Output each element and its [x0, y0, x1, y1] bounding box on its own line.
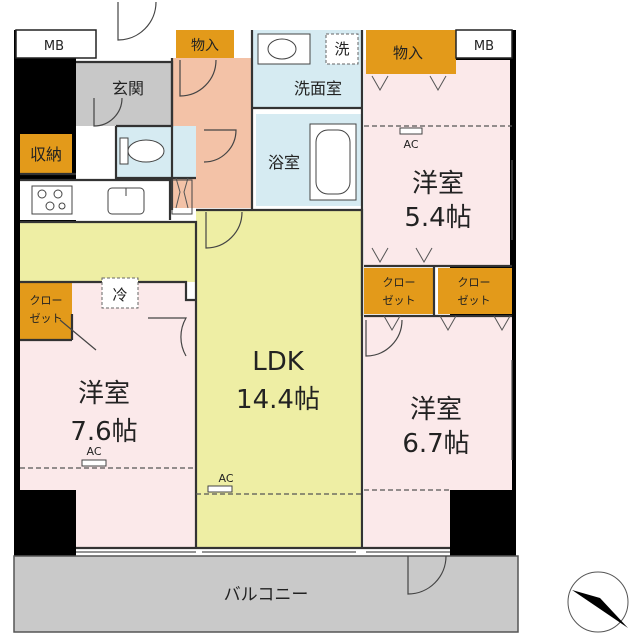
door-swing [179, 59, 217, 97]
closet-label-line1: クロー [30, 294, 63, 307]
room-name-western-67: 洋室 [410, 395, 462, 425]
pipe-space-icon [171, 179, 193, 215]
closet-door-mark [175, 177, 181, 209]
closet-mid [364, 268, 434, 314]
entrance-label: 玄関 [112, 79, 144, 98]
balcony-label: バルコニー [224, 585, 309, 605]
room-size-western-54: 5.4帖 [404, 203, 471, 233]
wall-line [20, 178, 172, 220]
ac-unit [399, 127, 423, 135]
stove-burner [58, 202, 66, 210]
closet-left [20, 282, 72, 340]
ldk-area [20, 210, 362, 548]
balcony-area [13, 555, 519, 633]
north-arrow-ring [567, 571, 629, 633]
wash-label: 洗 [334, 40, 349, 58]
room-size-ldk: 14.4帖 [236, 385, 320, 415]
ac-label: AC [403, 138, 418, 151]
stove-burner [45, 201, 55, 211]
washroom-label: 洗面室 [294, 79, 342, 98]
room-name-ldk: LDK [252, 347, 305, 377]
fridge-space [101, 277, 139, 309]
ac-label: AC [218, 472, 233, 485]
bathtub-basin [315, 129, 351, 195]
closet-door-mark [493, 315, 511, 332]
storage-shelf-left [20, 134, 72, 174]
room-name-western-54: 洋室 [412, 169, 464, 199]
storage-in-top-right [366, 30, 456, 74]
closet-door-mark [371, 75, 389, 92]
western-room-54-area [364, 60, 510, 266]
wall-line [20, 220, 198, 548]
room-name-western-76: 洋室 [78, 379, 130, 409]
room-size-western-67: 6.7帖 [402, 429, 469, 459]
closet-label-line1: クロー [458, 276, 491, 289]
north-arrow-needle [572, 590, 628, 628]
closet-door-mark [415, 247, 433, 264]
closet-label-line2: ゼット [458, 294, 491, 307]
closet-label-line1: クロー [383, 276, 416, 289]
stove-burner [37, 189, 47, 199]
toilet-icon [119, 137, 165, 165]
ac-unit [207, 485, 233, 493]
toilet-bowl [127, 139, 165, 163]
storage-label: 収納 [30, 145, 62, 164]
door-swing [407, 555, 447, 595]
closet-door-mark [429, 75, 447, 92]
mb-label: MB [474, 39, 494, 54]
closet-door-mark [383, 315, 401, 332]
entrance-area [76, 62, 172, 126]
western-room-76-area [20, 282, 196, 548]
door-swing [117, 1, 157, 41]
mb-box-right [455, 29, 513, 59]
door-swing [148, 317, 188, 357]
door-swing [203, 129, 237, 163]
closet-door-mark [439, 315, 457, 332]
closet-door-mark [371, 247, 389, 264]
closet-label-line2: ゼット [383, 294, 416, 307]
fridge-label: 冷 [112, 286, 127, 304]
ac-unit [81, 459, 107, 467]
toilet-tank [119, 137, 129, 165]
storage-in-label: 物入 [393, 44, 423, 62]
interior-walls [20, 30, 512, 550]
wash-basin-icon [257, 33, 311, 65]
mb-label: MB [44, 39, 64, 54]
kitchen-sink-icon [107, 187, 145, 215]
bath-label: 浴室 [268, 153, 300, 172]
wash-basin-bowl [267, 38, 297, 60]
stove-icon [31, 185, 73, 215]
closet-label-line2: ゼット [30, 312, 63, 325]
ac-label: AC [86, 445, 101, 458]
storage-in-label: 物入 [191, 38, 219, 54]
washing-machine-space [325, 33, 359, 65]
storage-in-top-left [176, 30, 234, 58]
closet-door-mark [183, 177, 189, 209]
north-arrow-icon [567, 571, 629, 633]
stove-burner [53, 189, 63, 199]
bathtub-icon [309, 123, 357, 201]
mb-box-left [15, 29, 97, 59]
door-swing [59, 319, 97, 351]
door-swing [365, 319, 403, 357]
wall-line [114, 126, 196, 180]
door-swing [205, 211, 243, 249]
closet-right [438, 268, 512, 314]
room-size-western-76: 7.6帖 [70, 417, 137, 447]
pipe-space-box [171, 179, 193, 215]
door-swing [93, 97, 123, 127]
